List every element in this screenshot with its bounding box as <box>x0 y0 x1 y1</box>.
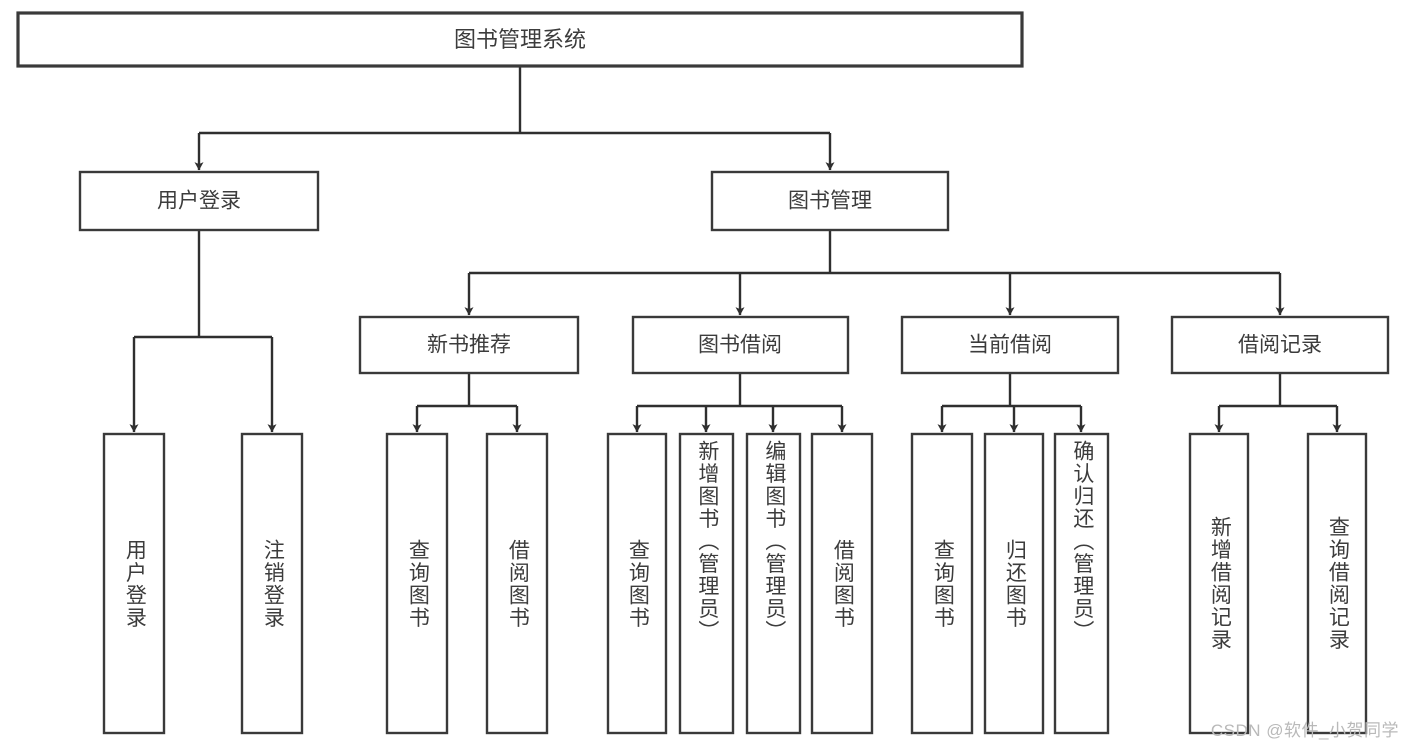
node-current-borrow-box[interactable] <box>900 315 1120 375</box>
edge-group-borrow-record <box>1214 373 1342 433</box>
node-borrow-record-box[interactable] <box>1170 315 1390 375</box>
node-root[interactable]: 图书管理系统 <box>16 11 1024 68</box>
node-leaf-logout-box[interactable] <box>240 432 304 735</box>
edge-group-new-book-rec <box>412 373 522 433</box>
node-user-login-label: 用户登录 <box>157 190 241 213</box>
node-root-label: 图书管理系统 <box>454 27 586 52</box>
watermark-text: CSDN @软件_小贺同学 <box>1210 721 1399 740</box>
node-new-book-rec[interactable]: 新书推荐 <box>358 315 580 375</box>
edge-group-user-login <box>129 230 277 433</box>
node-new-book-rec-label: 新书推荐 <box>427 334 511 357</box>
node-book-borrow[interactable]: 图书借阅 <box>631 315 850 375</box>
node-book-borrow-label: 图书借阅 <box>698 334 782 357</box>
edge-group-current-borrow <box>937 373 1086 433</box>
node-leaf-borrow-book-2-box[interactable] <box>810 432 874 735</box>
node-borrow-record-label: 借阅记录 <box>1238 334 1322 357</box>
node-new-book-rec-box[interactable] <box>358 315 580 375</box>
node-leaf-confirm-return-box[interactable] <box>1053 432 1110 735</box>
node-leaf-query-book-1-box[interactable] <box>385 432 449 735</box>
node-leaf-query-book-2-box[interactable] <box>606 432 668 735</box>
node-leaf-edit-book-box[interactable] <box>745 432 802 735</box>
node-book-manage[interactable]: 图书管理 <box>710 170 950 232</box>
node-user-login[interactable]: 用户登录 <box>78 170 320 232</box>
node-leaf-return-book-box[interactable] <box>983 432 1045 735</box>
edge-group-root <box>194 66 835 171</box>
node-leaf-add-book-box[interactable] <box>678 432 735 735</box>
node-leaf-user-login-box[interactable] <box>102 432 166 735</box>
node-root-box[interactable] <box>16 11 1024 68</box>
edge-group-book-borrow <box>632 373 847 433</box>
edge-group-book-manage <box>464 230 1285 316</box>
node-user-login-box[interactable] <box>78 170 320 232</box>
node-current-borrow[interactable]: 当前借阅 <box>900 315 1120 375</box>
node-borrow-record[interactable]: 借阅记录 <box>1170 315 1390 375</box>
node-leaf-borrow-book-1-box[interactable] <box>485 432 549 735</box>
node-book-manage-label: 图书管理 <box>788 190 872 213</box>
node-current-borrow-label: 当前借阅 <box>968 334 1052 357</box>
node-leaf-add-record-box[interactable] <box>1188 432 1250 735</box>
node-leaf-query-book-3-box[interactable] <box>910 432 974 735</box>
node-book-borrow-box[interactable] <box>631 315 850 375</box>
node-book-manage-box[interactable] <box>710 170 950 232</box>
leaf-node-group <box>102 432 1368 735</box>
node-leaf-query-record-box[interactable] <box>1306 432 1368 735</box>
